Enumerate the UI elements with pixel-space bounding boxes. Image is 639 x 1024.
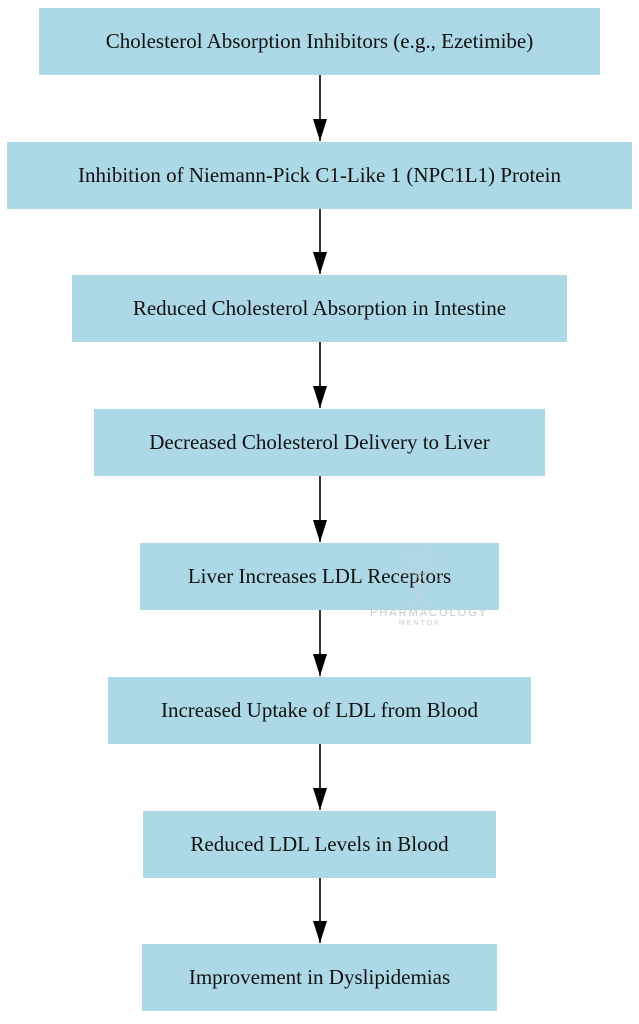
flow-node-decreased-delivery: Decreased Cholesterol Delivery to Liver <box>94 409 545 476</box>
flow-node-cholesterol-absorption-inhibitors: Cholesterol Absorption Inhibitors (e.g.,… <box>39 8 600 75</box>
flow-node-label: Reduced LDL Levels in Blood <box>190 832 449 856</box>
flow-arrow-6 <box>313 744 327 810</box>
flow-node-label: Decreased Cholesterol Delivery to Liver <box>149 430 490 454</box>
flow-node-label: Inhibition of Niemann-Pick C1-Like 1 (NP… <box>78 163 561 187</box>
flow-arrow-3 <box>313 342 327 408</box>
flow-node-ldl-receptors: Liver Increases LDL Receptors <box>140 543 499 610</box>
flow-node-npc1l1-inhibition: Inhibition of Niemann-Pick C1-Like 1 (NP… <box>7 142 632 209</box>
flow-node-label: Increased Uptake of LDL from Blood <box>160 698 479 722</box>
flow-arrow-7 <box>313 878 327 943</box>
flow-node-label: Cholesterol Absorption Inhibitors (e.g.,… <box>105 29 534 53</box>
flow-arrow-1 <box>313 75 327 141</box>
flow-arrow-4 <box>313 476 327 542</box>
flow-node-label: Reduced Cholesterol Absorption in Intest… <box>132 296 507 320</box>
flow-arrow-2 <box>313 209 327 274</box>
flow-node-reduced-ldl: Reduced LDL Levels in Blood <box>143 811 496 878</box>
flow-node-improvement: Improvement in Dyslipidemias <box>142 944 497 1011</box>
flow-node-reduced-absorption: Reduced Cholesterol Absorption in Intest… <box>72 275 567 342</box>
flow-node-label: Improvement in Dyslipidemias <box>188 965 451 989</box>
flow-node-ldl-uptake: Increased Uptake of LDL from Blood <box>108 677 531 744</box>
flow-arrow-5 <box>313 610 327 676</box>
flow-node-label: Liver Increases LDL Receptors <box>187 564 452 588</box>
